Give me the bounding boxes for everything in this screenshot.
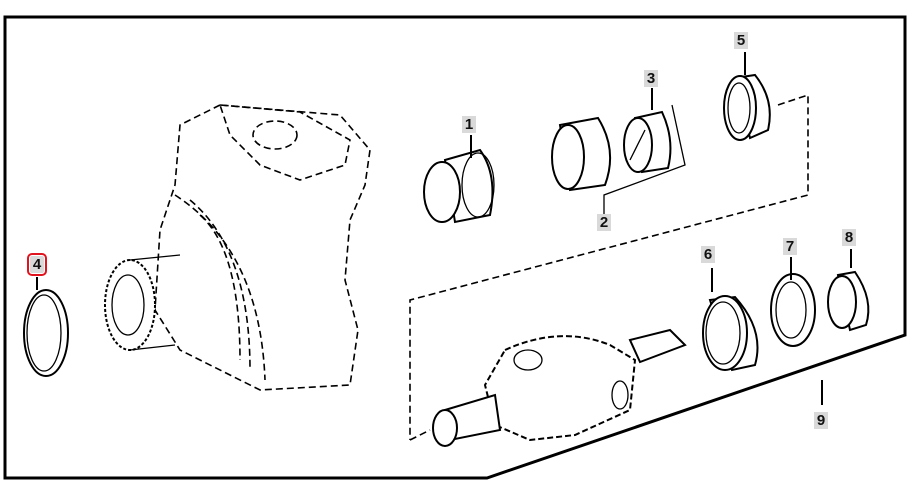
callout-leaders [36, 52, 852, 405]
callout-7[interactable]: 7 [783, 238, 797, 255]
housing-outline [154, 104, 371, 391]
callout-1[interactable]: 1 [462, 116, 476, 133]
seal-5[interactable] [723, 73, 771, 141]
leader-2-3 [603, 104, 686, 215]
seal-6[interactable] [702, 295, 759, 372]
callout-4-selected[interactable]: 4 [27, 253, 47, 276]
splined-shaft [104, 254, 181, 351]
callout-3[interactable]: 3 [644, 70, 658, 87]
callout-6[interactable]: 6 [701, 246, 715, 263]
callout-8[interactable]: 8 [842, 229, 856, 246]
callout-2[interactable]: 2 [597, 214, 611, 231]
callout-5[interactable]: 5 [734, 32, 748, 49]
axle-shaft-joint-9[interactable] [432, 328, 687, 447]
assembly-bracket-upper [409, 93, 809, 440]
bearing-2[interactable] [551, 116, 612, 192]
ring-7[interactable] [770, 273, 816, 347]
bushing-8[interactable] [827, 270, 870, 332]
diagram-frame [3, 15, 907, 480]
assembly-bracket-lower [409, 429, 431, 441]
bushing-1[interactable] [423, 148, 495, 224]
bushing-3[interactable] [623, 110, 672, 174]
seal-ring-4[interactable] [23, 289, 69, 377]
callout-9[interactable]: 9 [814, 412, 828, 429]
